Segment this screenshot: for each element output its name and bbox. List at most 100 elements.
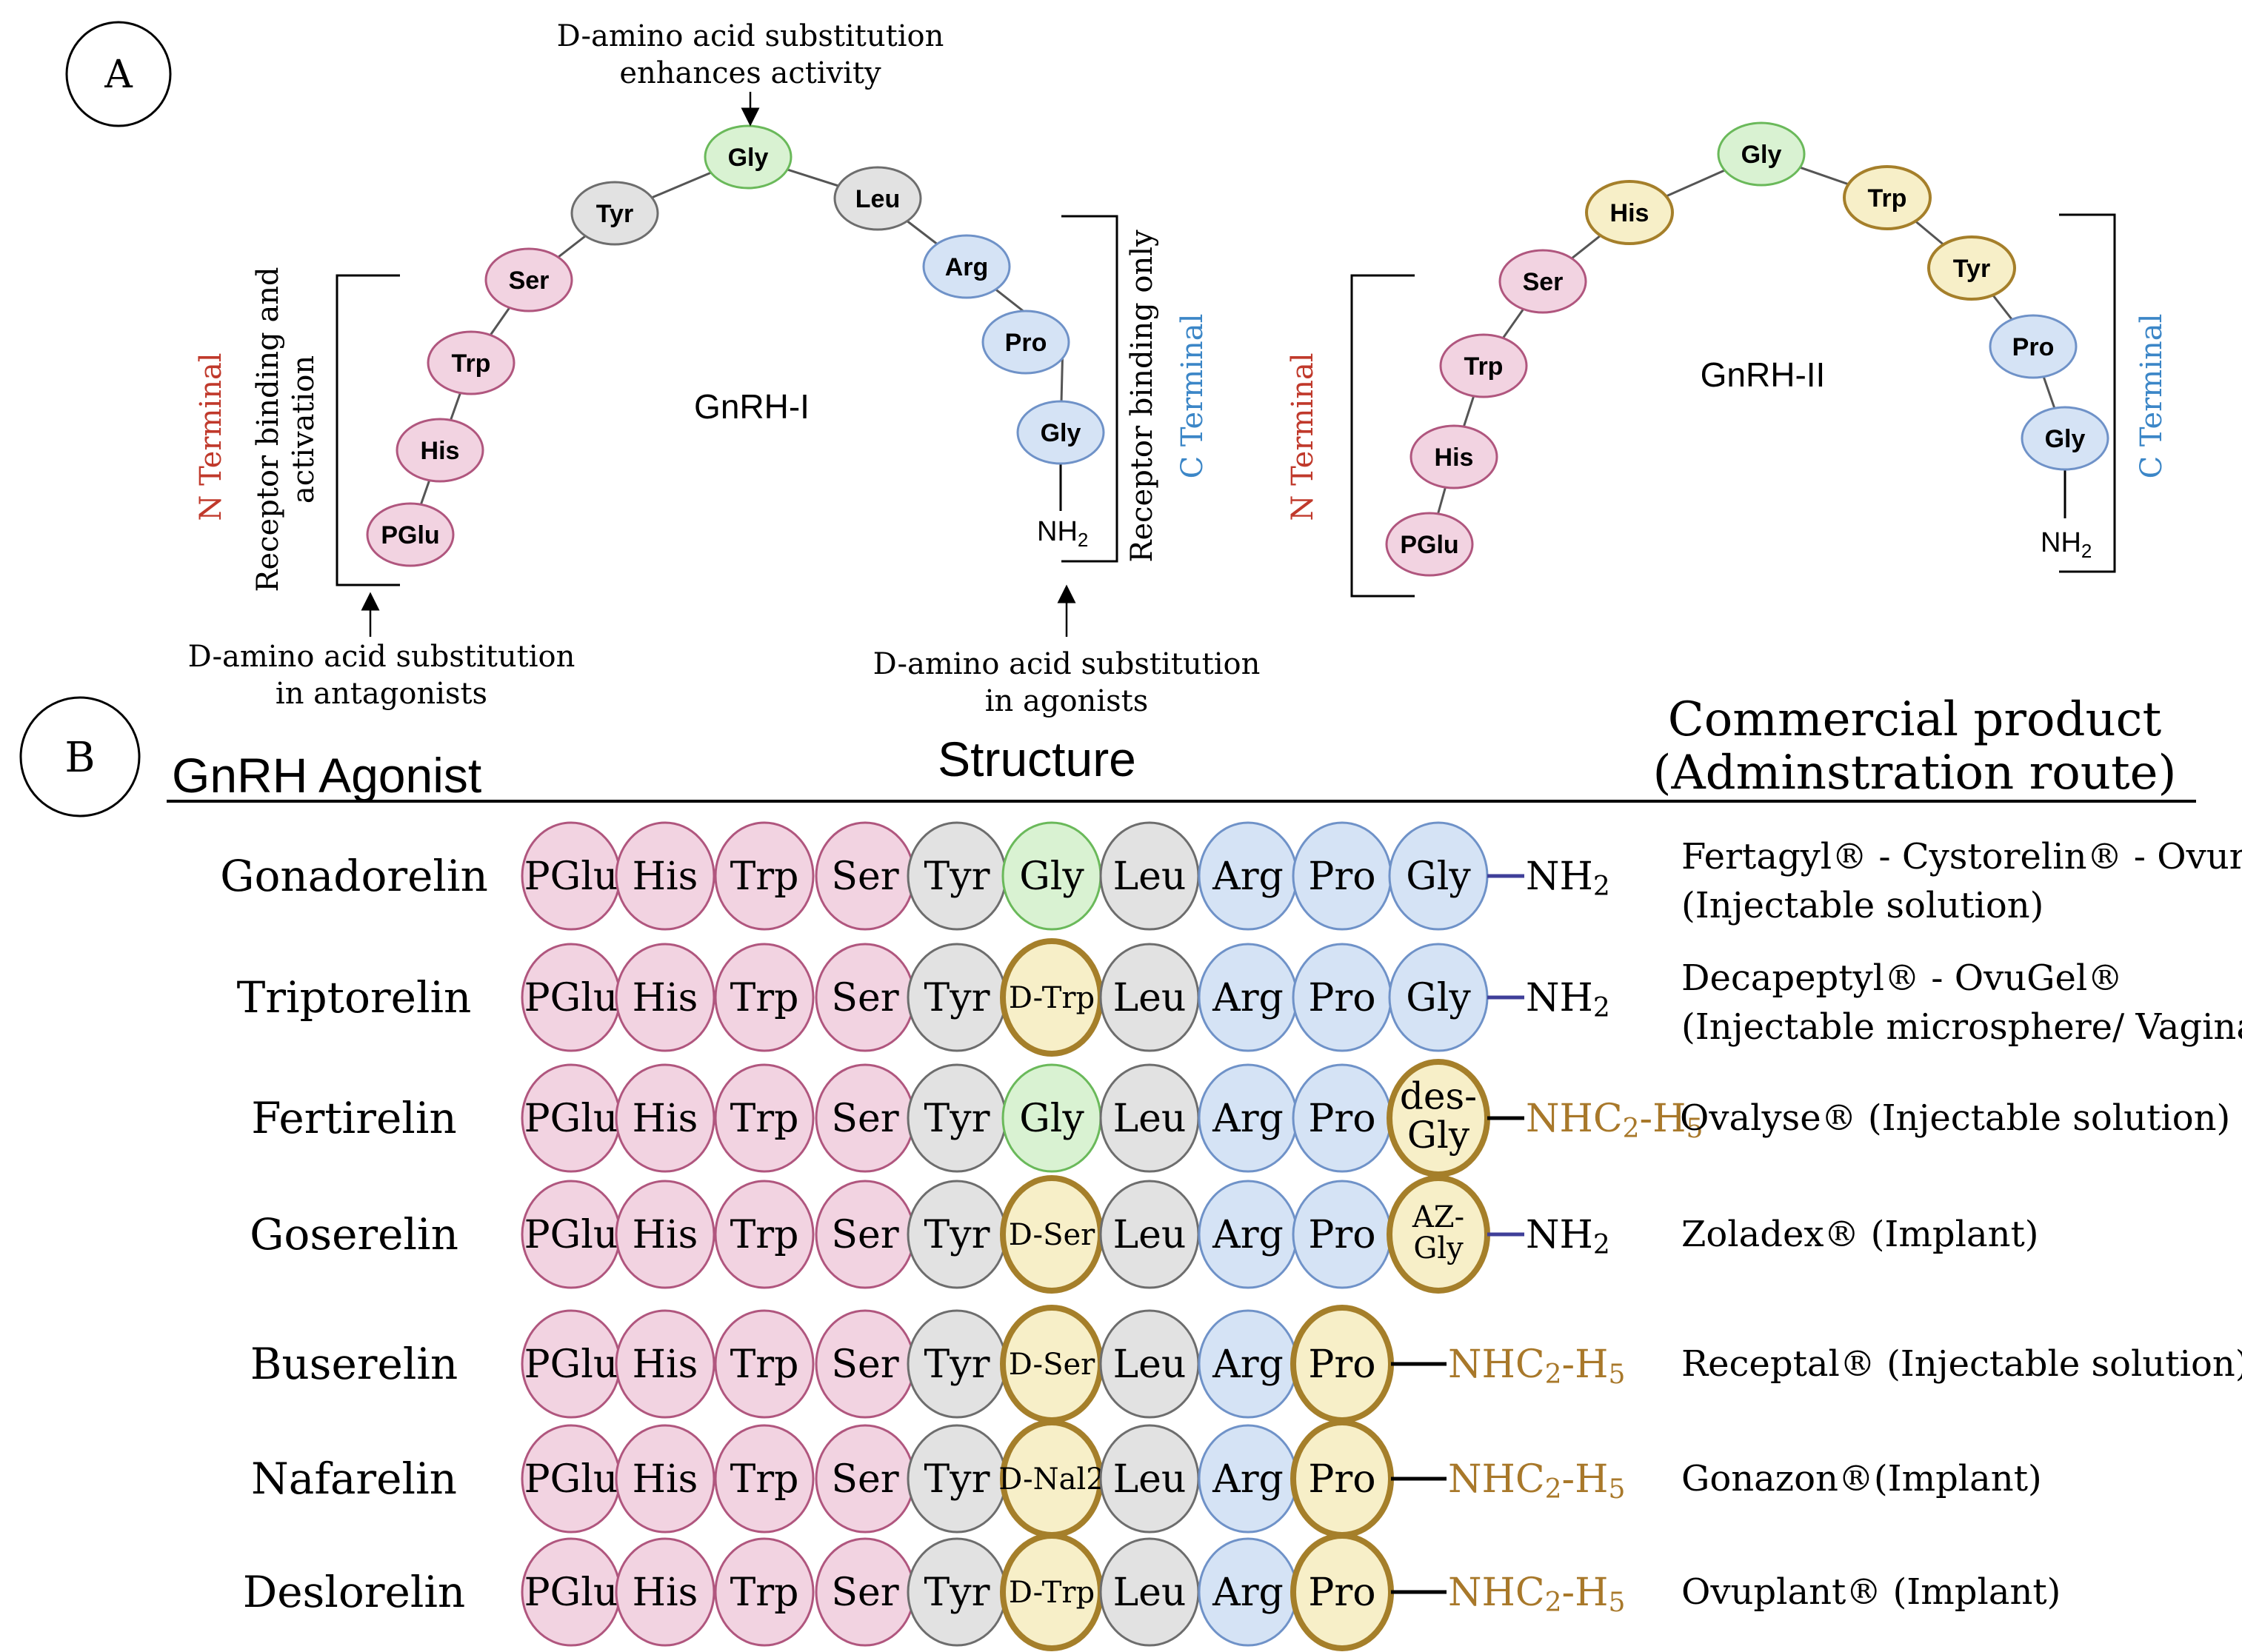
residue-label: D-Ser: [1009, 1218, 1095, 1252]
residue-label: His: [633, 1342, 698, 1387]
gnrh1-residue-label-1: PGlu: [381, 521, 439, 549]
residue-label: Arg: [1212, 1457, 1284, 1502]
gnrh1-bottom-right-annotation-line1: D-amino acid substitution: [873, 647, 1261, 681]
panel-b-label-circle: [19, 696, 141, 817]
residue-label: Pro: [1308, 855, 1375, 899]
gnrh1-residue-label-4: Ser: [509, 267, 550, 295]
agonist-name: Triptorelin: [237, 972, 472, 1023]
residue-label: Tyr: [924, 855, 990, 899]
residue-label: Gly: [1406, 855, 1471, 899]
residue-label: PGlu: [524, 1457, 618, 1502]
residue-label: PGlu: [524, 1571, 618, 1615]
gnrh2-residue-10: [2021, 406, 2109, 471]
residue-label: His: [633, 1457, 698, 1502]
gnrh2-nh2: NH2: [2041, 527, 2092, 562]
terminal-group: NHC2-H5: [1526, 1097, 1703, 1144]
residue-label: Pro: [1308, 1457, 1375, 1502]
residue-label: Gly: [1413, 1231, 1464, 1265]
gnrh2-left-bracket: [1350, 274, 1415, 598]
gnrh1-residue-8: [922, 234, 1011, 299]
header-agonist: GnRH Agonist: [172, 748, 481, 803]
residue-label: D-Ser: [1009, 1348, 1095, 1382]
residue-label: D-Nal2: [998, 1462, 1104, 1497]
product-text: Receptal® (Injectable solution): [1681, 1343, 2242, 1385]
residue-label: Leu: [1113, 1571, 1187, 1615]
residue-label: Tyr: [924, 1571, 990, 1615]
residue-label: Leu: [1113, 1342, 1187, 1387]
gnrh1-nh2: NH2: [1037, 516, 1088, 551]
gnrh2-residue-1: [1385, 512, 1474, 577]
residue-label: des-: [1400, 1075, 1477, 1118]
residue-label: Gly: [1406, 976, 1471, 1020]
gnrh1-bottom-left-annotation-line2: in antagonists: [276, 677, 487, 711]
gnrh2-residue-label-5: His: [1610, 199, 1649, 227]
residue-label: Tyr: [924, 976, 990, 1020]
gnrh1-right-bracket: [1061, 215, 1118, 563]
gnrh1-residue-10: [1016, 400, 1105, 465]
residue-circle: [714, 1424, 815, 1534]
residue-label: Arg: [1212, 1213, 1284, 1257]
gnrh1-right-bracket-label: Receptor binding only: [1125, 230, 1159, 563]
gnrh1-c-terminal: C Terminal: [1175, 314, 1210, 479]
gnrh2-title: GnRH-II: [1701, 355, 1826, 394]
gnrh2-residue-2: [1409, 424, 1498, 489]
residue-label: PGlu: [524, 1213, 618, 1257]
agonist-name: Goserelin: [250, 1209, 458, 1260]
residue-label: Trp: [730, 855, 799, 899]
residue-label: His: [633, 976, 698, 1020]
panel-a-label-circle: [65, 21, 172, 127]
product-text: Zoladex® (Implant): [1681, 1214, 2039, 1255]
gnrh2-residue-3: [1439, 333, 1528, 398]
gnrh1-residue-label-8: Arg: [945, 253, 989, 281]
residue-label: Ser: [831, 1342, 898, 1387]
residue-circle: [615, 1424, 715, 1534]
gnrh2-residue-7: [1843, 165, 1932, 230]
header-product-line2: (Adminstration route): [1652, 746, 2176, 800]
residue-label: PGlu: [524, 855, 618, 899]
residue-label: Pro: [1308, 1097, 1375, 1141]
residue-label: PGlu: [524, 1097, 618, 1141]
residue-label: Tyr: [924, 1213, 990, 1257]
gnrh2-residue-9: [1989, 314, 2078, 379]
residue-circle: [615, 821, 715, 931]
gnrh2-right-bracket: [2059, 213, 2116, 573]
gnrh1-residue-9: [981, 310, 1070, 375]
residue-label: Ser: [831, 1571, 898, 1615]
agonist-name: Gonadorelin: [220, 851, 488, 901]
residue-label: Gly: [1019, 1097, 1084, 1141]
residue-label: Ser: [831, 1097, 898, 1141]
terminal-group: NH2: [1526, 976, 1610, 1023]
residue-circle: [714, 1537, 815, 1647]
gnrh2-residue-label-10: Gly: [2045, 425, 2086, 453]
gnrh2-residue-label-1: PGlu: [1400, 531, 1458, 559]
residue-label: Pro: [1308, 976, 1375, 1020]
residue-label: Ser: [831, 1213, 898, 1257]
residue-label: Arg: [1212, 855, 1284, 899]
residue-label: Trp: [730, 1457, 799, 1502]
residue-circle: [714, 1180, 815, 1289]
residue-label: D-Trp: [1009, 981, 1095, 1015]
gnrh1-residue-3: [427, 330, 516, 395]
gnrh1-left-bracket-label-2: activation: [287, 355, 321, 504]
gnrh1-top-annotation-line1: D-amino acid substitution: [557, 19, 944, 53]
panel-a-label: A: [104, 53, 133, 97]
gnrh2-residue-6: [1717, 121, 1806, 187]
gnrh1-residue-label-10: Gly: [1041, 419, 1081, 447]
gnrh2-backbone: [1428, 153, 2066, 545]
gnrh1-backbone: [409, 155, 1064, 535]
residue-label: Gly: [1019, 855, 1084, 899]
residue-circle: [615, 1309, 715, 1419]
residue-label: Pro: [1308, 1571, 1375, 1615]
residue-label: Ser: [831, 976, 898, 1020]
residue-label: PGlu: [524, 976, 618, 1020]
agonist-name: Fertirelin: [251, 1093, 456, 1143]
